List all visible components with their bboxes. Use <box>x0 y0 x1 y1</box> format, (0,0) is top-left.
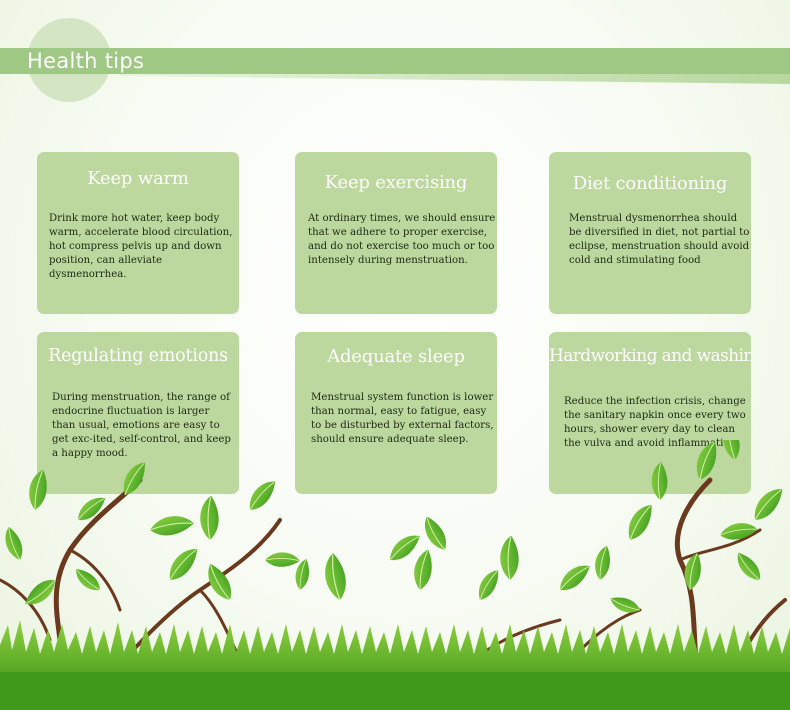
header-band-accent <box>120 74 790 84</box>
tip-card-body: Drink more hot water, keep body warm, ac… <box>49 213 233 280</box>
tip-card-keep-warm: Keep warm Drink more hot water, keep bod… <box>37 152 239 314</box>
tip-card-adequate-sleep: Adequate sleep Menstrual system function… <box>295 332 497 494</box>
grass <box>0 620 790 710</box>
tip-card-title: Adequate sleep <box>327 346 465 367</box>
leaf-cluster <box>5 440 790 621</box>
grass-and-vines-illustration <box>0 440 790 710</box>
tip-card-hardworking-and-washing: Hardworking and washing Reduce the infec… <box>549 332 751 494</box>
tip-card-diet-conditioning: Diet conditioning Menstrual dysmenorrhea… <box>549 152 751 314</box>
tip-card-title: Diet conditioning <box>572 173 728 194</box>
tip-card-body: At ordinary times, we should ensure that… <box>308 213 496 266</box>
tip-card-body: Menstrual system function is lower than … <box>311 392 494 445</box>
header-band <box>0 48 790 74</box>
tip-card-title: Regulating emotions <box>48 346 228 366</box>
tip-card-title: Hardworking and washing <box>549 346 751 366</box>
tip-card-keep-exercising: Keep exercising At ordinary times, we sh… <box>295 152 497 314</box>
tip-card-body: Reduce the infection crisis, change the … <box>564 396 746 449</box>
page-title: Health tips <box>27 49 145 73</box>
tip-card-title: Keep exercising <box>324 172 468 193</box>
tip-card-body: During menstruation, the range of endocr… <box>52 392 231 459</box>
tip-card-body: Menstrual dysmenorrhea should be diversi… <box>569 213 750 266</box>
tip-card-title: Keep warm <box>87 168 189 189</box>
